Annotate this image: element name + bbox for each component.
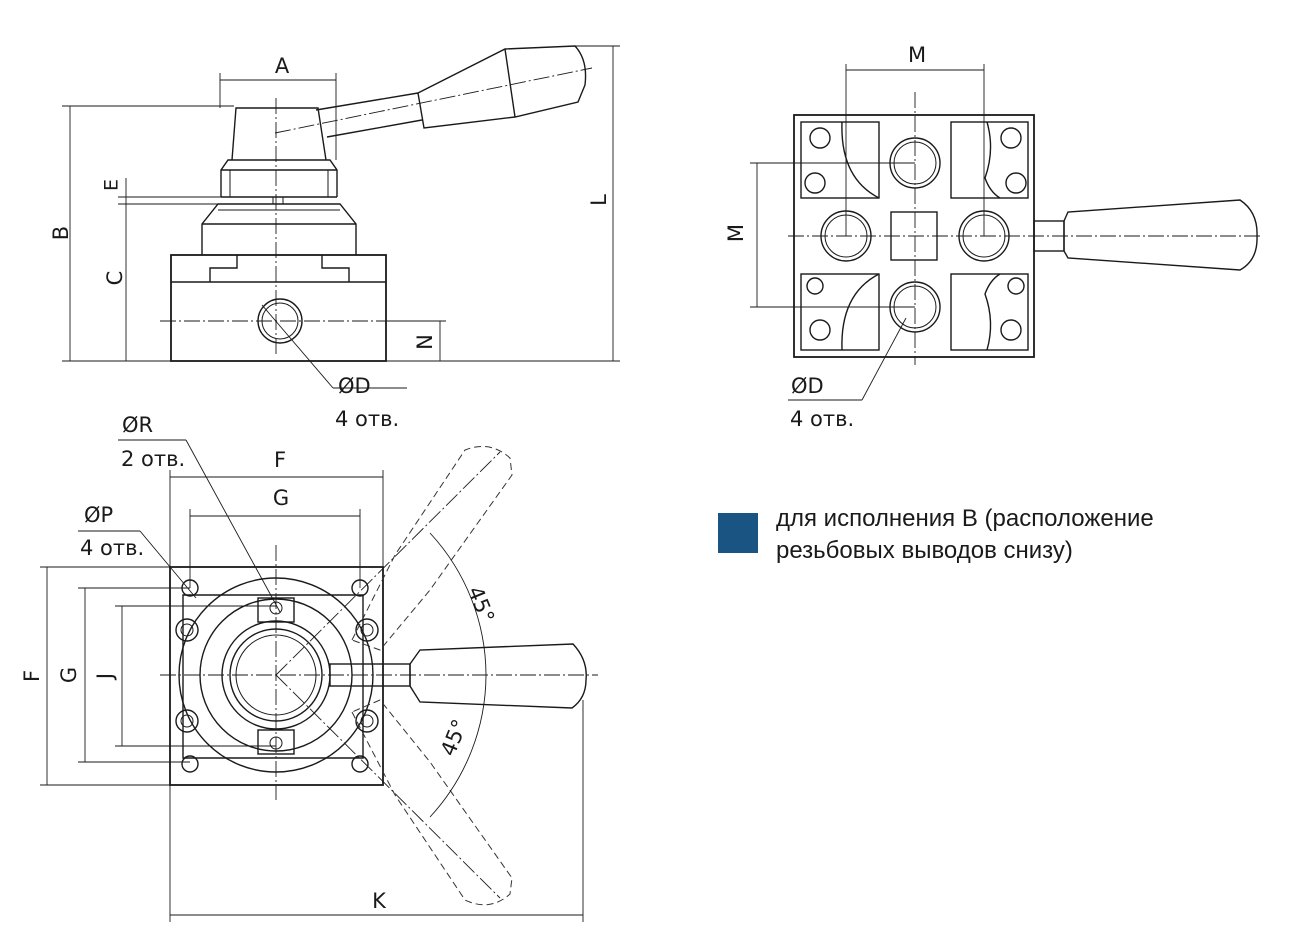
label-j: J [93,673,117,681]
p-hole-count: 4 отв. [80,536,144,560]
label-b: B [49,226,73,240]
label-k: K [372,889,387,913]
label-m-side: M [724,224,748,242]
legend-swatch [718,513,758,553]
label-l: L [587,194,611,206]
front-hole-count: 4 отв. [335,407,399,431]
label-n: N [413,334,437,350]
label-e: E [101,179,123,191]
label-g-top: G [273,486,289,510]
p-hole-symbol: ØP [84,503,113,527]
top-plate [169,566,384,786]
label-f-side: F [20,670,44,682]
label-angle-bottom: 45° [436,716,472,760]
legend-text: для исполнения В (расположение резьбовых… [776,505,1154,564]
bottom-hole-symbol: ØD [791,374,824,398]
front-view: A B C E L N ØD 4 отв. [49,45,620,431]
label-f-top: F [274,448,286,472]
bottom-view: M M ØD 4 отв. [724,43,1263,431]
r-hole-count: 2 отв. [121,447,185,471]
front-hole-symbol: ØD [338,374,371,398]
legend: для исполнения В (расположение резьбовых… [718,503,1246,567]
label-m-top: M [908,43,926,67]
top-view: F G F G J K 45° 45° ØR 2 отв. ØP 4 отв. [20,413,598,922]
label-g-side: G [57,667,81,683]
label-c: C [103,271,127,286]
label-a: A [275,54,290,78]
r-hole-symbol: ØR [122,413,153,437]
bottom-hole-count: 4 отв. [790,407,854,431]
label-angle-top: 45° [463,583,499,627]
front-base [170,254,387,362]
